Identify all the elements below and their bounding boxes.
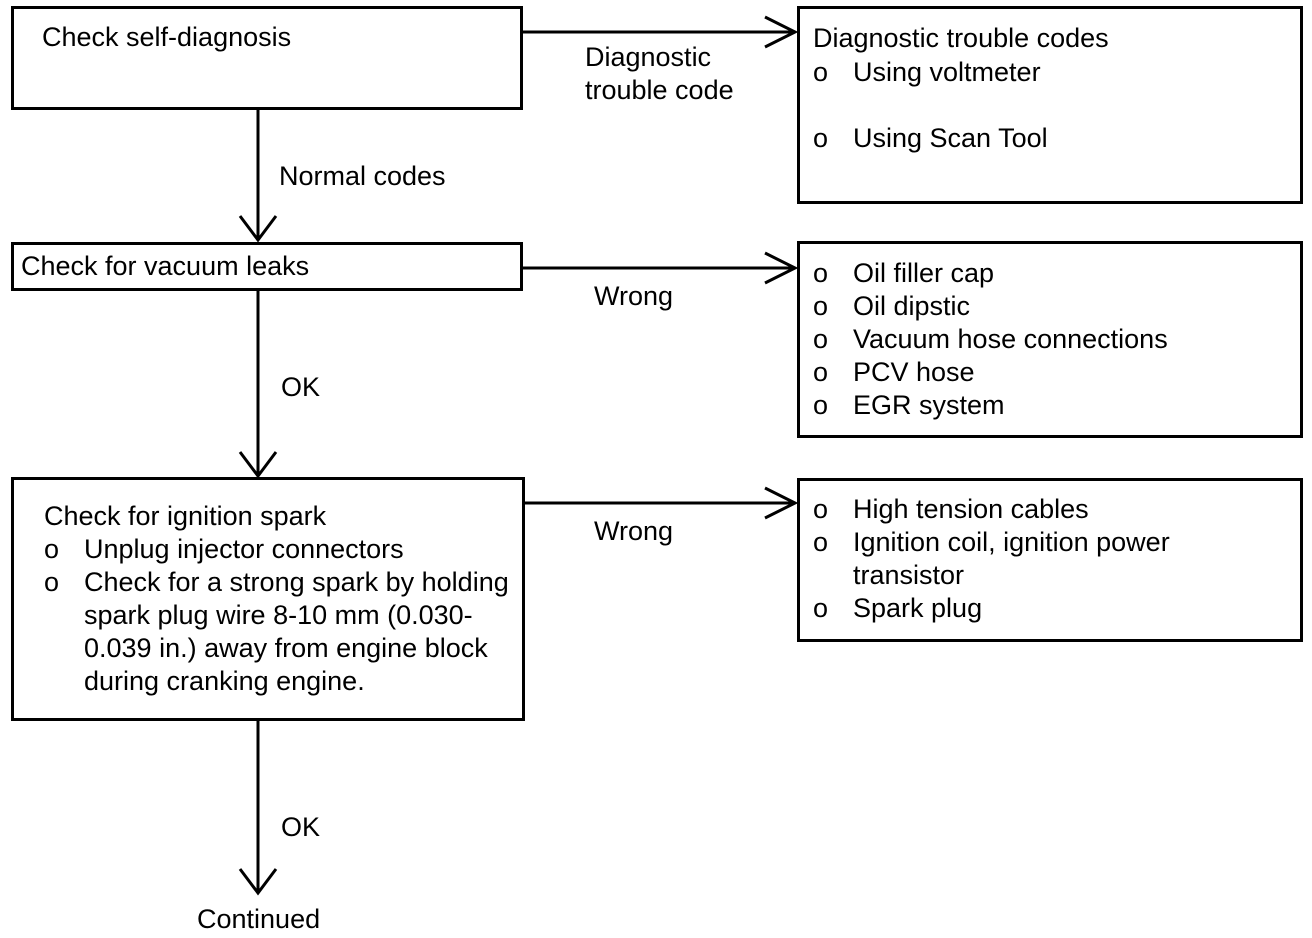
trouble-codes-item-label: Using Scan Tool	[853, 123, 1048, 153]
vacuum-check-label: Oil dipstic	[853, 291, 971, 321]
bullet-marker: o	[813, 357, 829, 387]
ignition-check-label: Ignition coil, ignition power	[853, 527, 1170, 557]
bullet-marker: o	[813, 527, 829, 557]
arrowhead-right-1	[764, 15, 799, 49]
continued-label: Continued	[197, 904, 321, 934]
ignition-step-continued: during cranking engine.	[84, 665, 365, 698]
ignition-check-item: o High tension cables	[813, 493, 1089, 526]
ignition-step: o Check for a strong spark by holding	[44, 566, 509, 599]
vacuum-check-label: Vacuum hose connections	[853, 324, 1168, 354]
bullet-marker: o	[813, 291, 829, 321]
ignition-step-line: spark plug wire 8-10 mm (0.030-	[84, 600, 473, 630]
ignition-step-continued: spark plug wire 8-10 mm (0.030-	[84, 599, 473, 632]
ignition-step: o Unplug injector connectors	[44, 533, 404, 566]
ignition-check-label: High tension cables	[853, 494, 1089, 524]
ignition-step-line: 0.039 in.) away from engine block	[84, 633, 488, 663]
vacuum-wrong-label: Wrong	[594, 281, 674, 311]
ignition-step-line: Unplug injector connectors	[84, 534, 404, 564]
bullet-marker: o	[813, 390, 829, 420]
vacuum-check-label: EGR system	[853, 390, 1005, 420]
bullet-marker: o	[813, 593, 829, 623]
arrowhead-down-1	[238, 215, 278, 243]
arrowhead-down-2	[238, 451, 278, 479]
ignition-ok-label: OK	[281, 812, 321, 842]
bullet-marker: o	[44, 534, 60, 564]
self-diagnosis-title: Check self-diagnosis	[42, 22, 292, 52]
bullet-marker: o	[44, 567, 60, 597]
vacuum-leaks-box: Check for vacuum leaks	[11, 242, 523, 291]
vacuum-check-item: o EGR system	[813, 389, 1005, 422]
ignition-spark-title: Check for ignition spark	[44, 501, 327, 531]
ignition-spark-box: Check for ignition spark o Unplug injecto…	[11, 477, 525, 721]
ignition-step-line: during cranking engine.	[84, 666, 365, 696]
vacuum-check-label: Oil filler cap	[853, 258, 995, 288]
arrowhead-right-3	[764, 486, 799, 520]
ignition-check-item: o Spark plug	[813, 592, 982, 625]
bullet-marker: o	[813, 494, 829, 524]
trouble-codes-item: o Using Scan Tool	[813, 122, 1048, 155]
ignition-step-line: Check for a strong spark by holding	[84, 567, 509, 597]
ignition-step-continued: 0.039 in.) away from engine block	[84, 632, 488, 665]
ignition-check-label: Spark plug	[853, 593, 983, 623]
vacuum-check-item: o Oil filler cap	[813, 257, 994, 290]
trouble-codes-title: Diagnostic trouble codes	[813, 23, 1109, 53]
bullet-marker: o	[813, 57, 829, 87]
normal-codes-label: Normal codes	[279, 161, 446, 191]
trouble-codes-item: o Using voltmeter	[813, 56, 1041, 89]
vacuum-ok-label: OK	[281, 372, 321, 402]
bullet-marker: o	[813, 324, 829, 354]
trouble-codes-item-label: Using voltmeter	[853, 57, 1041, 87]
vacuum-check-item: o Oil dipstic	[813, 290, 970, 323]
self-diagnosis-box: Check self-diagnosis	[11, 6, 523, 110]
arrowhead-right-2	[764, 251, 799, 285]
vacuum-check-label: PCV hose	[853, 357, 975, 387]
ignition-wrong-label: Wrong	[594, 516, 674, 546]
diagnostic-branch-label-line2: trouble code	[585, 75, 734, 105]
arrowhead-down-3	[238, 868, 278, 896]
ignition-check-label: transistor	[853, 560, 965, 590]
ignition-check-item: o Ignition coil, ignition power	[813, 526, 1170, 559]
vacuum-check-item: o Vacuum hose connections	[813, 323, 1168, 356]
trouble-codes-box: Diagnostic trouble codes o Using voltmete…	[797, 6, 1303, 204]
ignition-check-item-continued: transistor	[853, 559, 964, 592]
vacuum-leaks-title: Check for vacuum leaks	[21, 251, 310, 281]
diagnostic-branch-label-line1: Diagnostic	[585, 42, 712, 72]
vacuum-check-item: o PCV hose	[813, 356, 975, 389]
bullet-marker: o	[813, 258, 829, 288]
bullet-marker: o	[813, 123, 829, 153]
